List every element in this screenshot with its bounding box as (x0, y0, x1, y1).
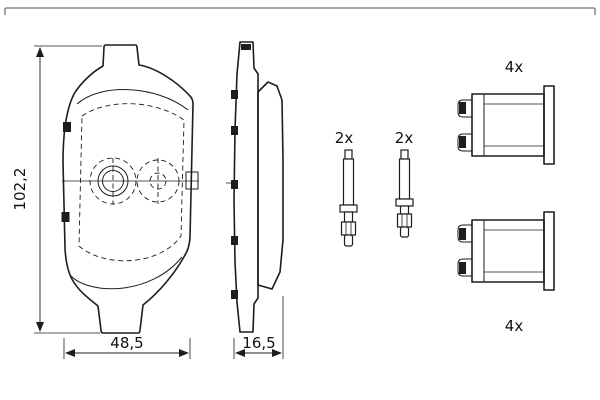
width-dimension-label: 48,5 (110, 334, 143, 352)
friction-material-hidden-edge (78, 103, 185, 262)
pin-flange (395, 198, 414, 207)
clip-hook-upper (457, 99, 472, 118)
pin-shaft (342, 158, 355, 206)
abutment-clip-bottom (457, 211, 555, 291)
pin-tail (399, 226, 410, 238)
pin-neck (399, 205, 410, 215)
pin-shaft (398, 158, 411, 200)
pin-flange (339, 204, 358, 213)
sheet-frame (4, 7, 596, 15)
dimension-height: 102,2 (11, 45, 102, 334)
edge-mark-lower (61, 212, 70, 222)
clip-right-flange (543, 85, 555, 165)
profile-mark-4 (231, 236, 238, 245)
dimension-thickness: 16,5 (233, 296, 284, 359)
pin-hex-nut (340, 221, 357, 236)
clip-bottom-qty-label: 4x (505, 317, 524, 335)
friction-pad-profile (257, 81, 284, 290)
wear-indicator-left (89, 157, 137, 205)
profile-mark-1 (231, 90, 238, 99)
guide-pin-right: 2x (395, 129, 414, 238)
pad-top-inner-edge (76, 89, 189, 111)
wear-indicator-right (136, 158, 180, 204)
profile-mark-top (241, 44, 251, 50)
pad-bottom-inner-edge (70, 256, 183, 290)
clip-body (471, 93, 545, 157)
abutment-clip-top (457, 85, 555, 165)
right-ear-tab (185, 171, 199, 190)
profile-mark-5 (231, 290, 238, 299)
brake-pad-side-view (226, 41, 284, 333)
profile-mark-2 (231, 126, 238, 135)
backing-plate-profile (233, 41, 259, 333)
guide-pin-left: 2x (335, 129, 358, 247)
pin-neck (343, 211, 354, 223)
clip-hook-upper-tip (459, 102, 466, 114)
pin-tail (343, 234, 354, 247)
pin-left-qty-label: 2x (335, 129, 354, 147)
profile-mark-3 (231, 180, 238, 189)
pin-cap (344, 149, 353, 160)
height-dimension-label: 102,2 (11, 168, 29, 211)
clip-hook-lower-tip (459, 136, 466, 148)
pin-hex-nut (396, 213, 413, 228)
dashed-circle-inner (149, 172, 167, 190)
brake-pad-front-view (61, 44, 199, 334)
clip-hook-lower (457, 133, 472, 152)
dimension-width: 48,5 (63, 334, 191, 359)
edge-mark-upper (63, 122, 71, 132)
pin-right-qty-label: 2x (395, 129, 414, 147)
backing-plate-outline (62, 44, 194, 334)
clip-top-qty-label: 4x (505, 58, 524, 76)
pin-cap (400, 149, 409, 160)
thickness-dimension-label: 16,5 (242, 334, 275, 352)
